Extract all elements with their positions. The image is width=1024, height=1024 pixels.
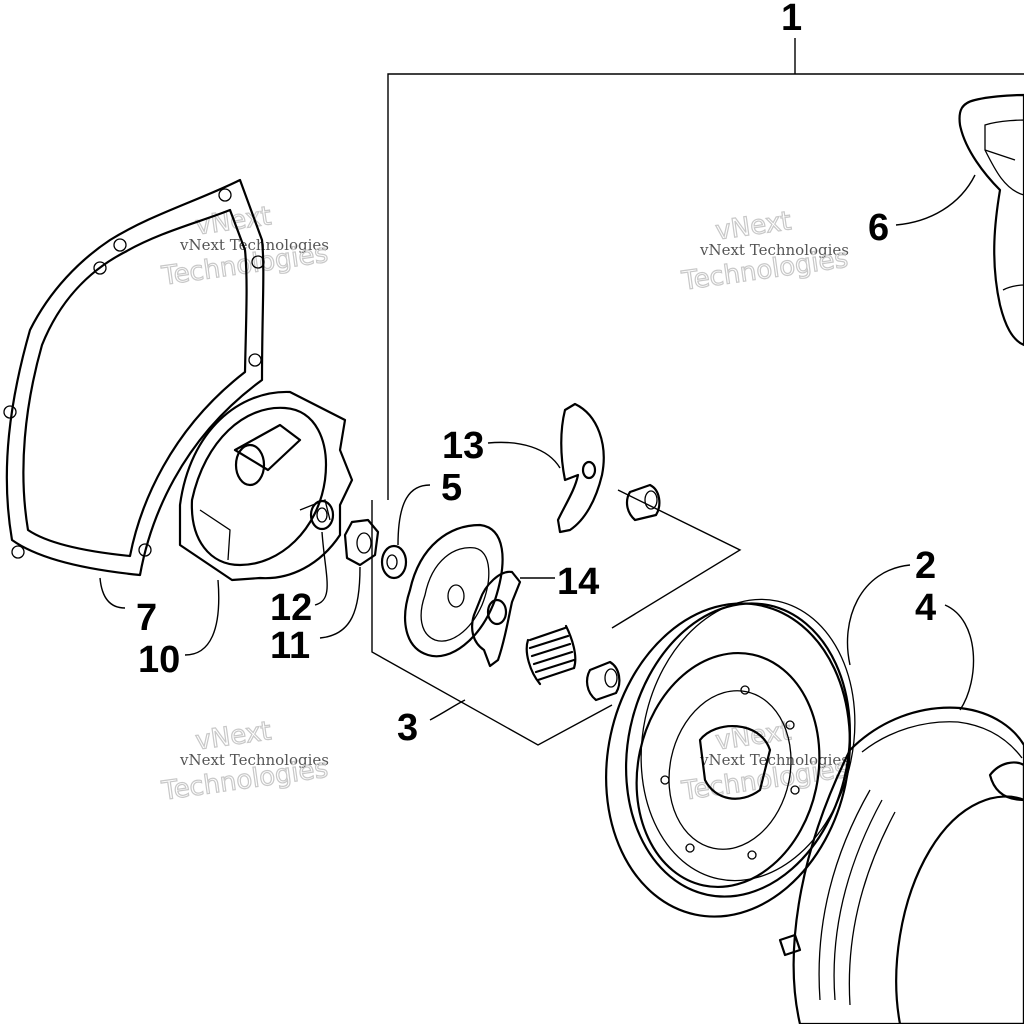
watermark-top-right: vNext vNext Technologies Technologies [679,206,851,298]
callout-7: 7 [136,597,157,639]
callout-4: 4 [915,587,936,629]
pawl-part-13 [487,402,605,534]
nut-part-11 [319,518,380,639]
callout-10: 10 [138,639,180,681]
reel-pulley-part-2 [605,564,911,918]
callout-12: 12 [270,587,312,629]
svg-text:vNext Technologies: vNext Technologies [179,236,329,254]
ratchet-part-14 [471,570,555,668]
svg-text:vNext Technologies: vNext Technologies [699,241,849,259]
spring [525,624,577,686]
bracket-assembly-1 [387,38,1024,500]
starter-cup-part-10 [178,390,354,656]
washer-part-12 [309,499,335,606]
gasket-part-7 [3,178,265,609]
callout-13: 13 [442,425,484,467]
watermark-bottom-left: vNext vNext Technologies Technologies [159,716,331,808]
watermark-bottom-right: vNext vNext Technologies Technologies [679,716,851,808]
bracket-assembly-3 [371,489,742,746]
svg-text:vNext Technologies: vNext Technologies [699,751,849,769]
callout-3: 3 [397,707,418,749]
callout-11: 11 [270,625,310,667]
callout-5: 5 [441,467,462,509]
recoil-housing-part-4 [778,604,1024,1024]
callout-2: 2 [915,545,936,587]
pin-upper [625,483,661,522]
callout-14: 14 [557,561,599,603]
callout-6: 6 [868,207,889,249]
washer-part-5 [380,484,431,580]
handle-part-6 [895,93,1024,347]
friction-plate [404,523,504,658]
svg-text:vNext Technologies: vNext Technologies [179,751,329,769]
callout-1: 1 [781,0,802,39]
pin-lower [585,660,621,702]
